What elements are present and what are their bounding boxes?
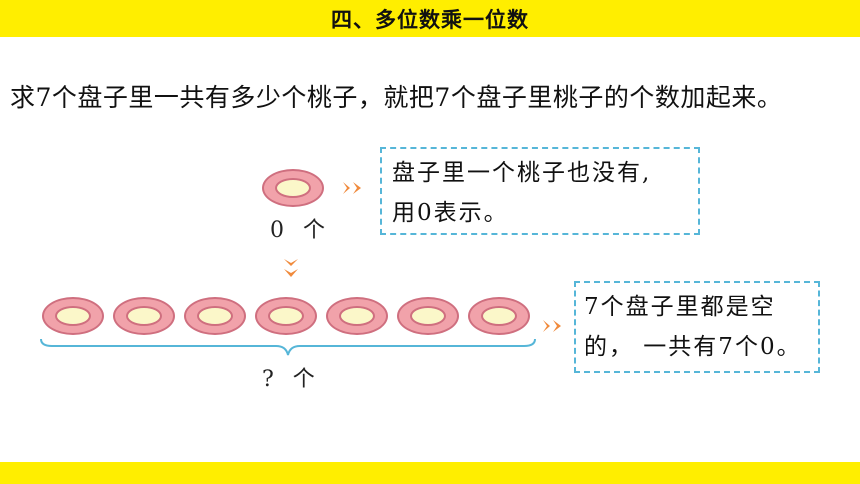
note-bottom: 7个盘子里都是空 的， 一共有7个0。 bbox=[574, 281, 820, 373]
double-chevron-down-icon bbox=[284, 259, 298, 277]
double-chevron-right-icon bbox=[543, 320, 561, 332]
intro-text: 求7个盘子里一共有多少个桃子，就把7个盘子里桃子的个数加起来。 bbox=[10, 83, 783, 112]
title-bar: 四、多位数乘一位数 bbox=[0, 0, 860, 37]
bottom-bar bbox=[0, 462, 860, 484]
empty-plate bbox=[262, 169, 324, 207]
plate-center bbox=[275, 178, 311, 198]
curly-brace-icon bbox=[40, 338, 536, 356]
page-title: 四、多位数乘一位数 bbox=[331, 7, 529, 32]
note-bottom-line-2: 的， 一共有7个0。 bbox=[584, 334, 802, 360]
note-top-line-2: 用0表示。 bbox=[392, 200, 509, 226]
row-plate-1 bbox=[42, 297, 104, 335]
row-plate-4 bbox=[255, 297, 317, 335]
row-plate-5 bbox=[326, 297, 388, 335]
note-bottom-line-1: 7个盘子里都是空 bbox=[584, 294, 776, 320]
row-plate-2 bbox=[113, 297, 175, 335]
row-label: ? 个 bbox=[262, 367, 321, 392]
double-chevron-right-icon bbox=[343, 182, 361, 194]
row-plate-7 bbox=[468, 297, 530, 335]
note-top: 盘子里一个桃子也没有, 用0表示。 bbox=[380, 147, 700, 235]
single-plate-label: 0 个 bbox=[270, 218, 331, 243]
note-top-line-1: 盘子里一个桃子也没有, bbox=[392, 160, 652, 186]
row-plate-6 bbox=[397, 297, 459, 335]
row-plate-3 bbox=[184, 297, 246, 335]
